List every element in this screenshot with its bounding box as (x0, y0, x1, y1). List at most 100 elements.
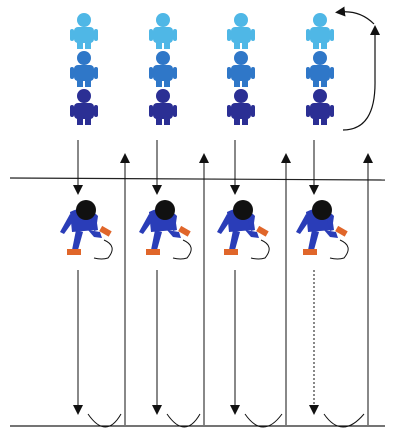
person-arm-right (94, 29, 98, 41)
waiting-person-4-2 (306, 51, 334, 87)
turnaround-arc-3 (244, 413, 283, 428)
person-head (234, 13, 248, 27)
person-head (77, 51, 91, 65)
waiting-person-1-3 (70, 89, 98, 125)
runner-arm-left (217, 214, 231, 234)
person-leg-right (85, 117, 91, 125)
person-arm-left (149, 29, 153, 41)
person-leg-right (85, 41, 91, 49)
rejoin-queue-arrow-top (335, 6, 375, 25)
person-arm-right (251, 67, 255, 79)
person-leg-right (321, 79, 327, 87)
runner-arm-right (170, 216, 177, 231)
runner-2 (139, 200, 192, 260)
runner-foot-front (99, 225, 112, 237)
person-arm-right (94, 105, 98, 117)
runner-4 (296, 200, 349, 260)
waiting-person-3-1 (227, 13, 255, 49)
runner-3 (217, 200, 270, 260)
person-leg-left (313, 117, 319, 125)
waiting-person-1-2 (70, 51, 98, 87)
person-head (156, 13, 170, 27)
person-torso (231, 103, 251, 119)
person-arm-left (70, 67, 74, 79)
waiting-person-2-2 (149, 51, 177, 87)
runner-leg-front (167, 230, 181, 238)
person-torso (74, 27, 94, 43)
waiting-person-2-1 (149, 13, 177, 49)
waiting-person-4-1 (306, 13, 334, 49)
runner-arm-right (327, 216, 334, 231)
rejoin-queue-arrow-vertical (342, 25, 380, 131)
runner-1 (60, 200, 113, 260)
runner-arm-right (91, 216, 98, 231)
person-arm-left (227, 105, 231, 117)
person-arm-left (70, 29, 74, 41)
person-arm-right (173, 67, 177, 79)
person-torso (231, 27, 251, 43)
waiting-person-3-3 (227, 89, 255, 125)
person-torso (74, 103, 94, 119)
person-leg-left (234, 117, 240, 125)
person-arm-right (251, 105, 255, 117)
person-head (313, 51, 327, 65)
person-leg-left (156, 79, 162, 87)
runner-foot-front (335, 225, 348, 237)
person-arm-left (227, 29, 231, 41)
runner-turn-curve (93, 239, 113, 260)
runner-head (76, 200, 96, 220)
person-leg-left (156, 117, 162, 125)
person-head (77, 89, 91, 103)
runner-leg-front (245, 230, 259, 238)
person-leg-right (164, 79, 170, 87)
person-leg-right (242, 117, 248, 125)
person-head (77, 13, 91, 27)
waiting-person-1-1 (70, 13, 98, 49)
person-arm-right (330, 105, 334, 117)
person-head (156, 89, 170, 103)
person-leg-right (164, 117, 170, 125)
person-leg-left (313, 41, 319, 49)
person-arm-left (149, 105, 153, 117)
person-arm-left (306, 67, 310, 79)
person-leg-left (234, 41, 240, 49)
person-leg-right (321, 117, 327, 125)
runner-head (233, 200, 253, 220)
turnaround-arc-2 (166, 413, 201, 428)
person-arm-right (173, 29, 177, 41)
runner-foot-back (224, 249, 238, 255)
person-arm-left (306, 29, 310, 41)
person-head (313, 13, 327, 27)
person-torso (310, 65, 330, 81)
runner-arm-left (60, 214, 74, 234)
runner-leg-back (72, 230, 83, 250)
person-leg-left (156, 41, 162, 49)
person-torso (231, 65, 251, 81)
turnaround-arc-1 (87, 413, 122, 428)
person-arm-right (94, 67, 98, 79)
person-arm-right (330, 67, 334, 79)
person-arm-left (149, 67, 153, 79)
runner-foot-back (146, 249, 160, 255)
person-arm-left (306, 105, 310, 117)
person-leg-right (164, 41, 170, 49)
person-head (234, 89, 248, 103)
runner-foot-back (67, 249, 81, 255)
person-arm-right (330, 29, 334, 41)
runner-turn-curve (329, 239, 349, 260)
runner-arm-right (248, 216, 255, 231)
person-arm-right (173, 105, 177, 117)
person-leg-left (313, 79, 319, 87)
person-leg-right (242, 41, 248, 49)
person-leg-left (77, 117, 83, 125)
runner-turn-curve (172, 239, 192, 260)
runner-leg-front (324, 230, 338, 238)
waiting-person-4-3 (306, 89, 334, 125)
runner-head (155, 200, 175, 220)
runner-arm-left (296, 214, 310, 234)
runner-foot-front (178, 225, 191, 237)
person-arm-right (251, 29, 255, 41)
person-arm-left (70, 105, 74, 117)
runner-arm-left (139, 214, 153, 234)
runner-leg-back (229, 230, 240, 250)
